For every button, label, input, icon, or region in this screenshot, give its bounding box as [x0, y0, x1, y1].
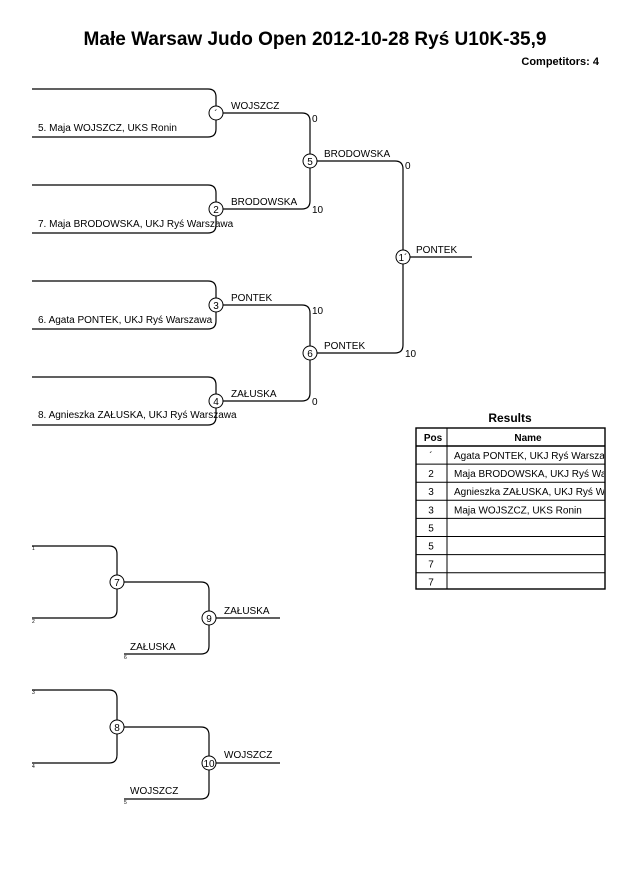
results-row: 3 Maja WOJSZCZ, UKS Ronin [428, 505, 582, 516]
svg-text:´: ´ [214, 108, 217, 120]
svg-text:3: 3 [213, 301, 219, 312]
seed-number: 1 [32, 546, 35, 552]
match-score: 0 [312, 397, 318, 408]
competitors-count: Competitors: 4 [521, 56, 600, 68]
results-name: Maja WOJSZCZ, UKS Ronin [454, 505, 582, 516]
results-pos: 7 [428, 578, 434, 589]
results-row: 5 [428, 523, 434, 534]
results-row: 5 [428, 542, 434, 553]
results-name: Agnieszka ZAŁUSKA, UKJ Ryś Warszawa [454, 487, 630, 498]
match-circle-final: 1´ [395, 249, 411, 265]
svg-text:10: 10 [203, 759, 215, 770]
match-winner-label: ZAŁUSKA [231, 389, 277, 400]
final-winner-label: PONTEK [416, 245, 457, 256]
match-score: 10 [312, 205, 324, 216]
entry-label: 5. Maja WOJSZCZ, UKS Ronin [38, 123, 177, 134]
match-winner-label: PONTEK [231, 293, 272, 304]
results-title: Results [488, 411, 532, 425]
svg-text:4: 4 [213, 397, 219, 408]
results-name: Maja BRODOWSKA, UKJ Ryś Warszawa [454, 469, 630, 480]
svg-text:5: 5 [307, 157, 313, 168]
match-circle-10: 10 [201, 755, 217, 771]
match-circle-1: ´ [208, 105, 224, 121]
match-circle-3: 3 [208, 297, 224, 313]
results-row: 3 Agnieszka ZAŁUSKA, UKJ Ryś Warszawa [428, 487, 630, 498]
bracket-line-r2 [310, 160, 404, 354]
results-row: ´ Agata PONTEK, UKJ Ryś Warszawa [429, 450, 618, 462]
page-title: Małe Warsaw Judo Open 2012-10-28 Ryś U10… [84, 29, 547, 50]
match-score: 10 [405, 349, 417, 360]
repechage-bracket-2: 3 4 WOJSZCZ 5 WOJSZCZ 8 10 [32, 689, 280, 806]
entry-box-1: 5. Maja WOJSZCZ, UKS Ronin [32, 88, 217, 138]
results-pos: 5 [428, 523, 434, 534]
match-circle-8: 8 [109, 719, 125, 735]
results-pos: ´ [429, 450, 432, 462]
seed-number: 5 [124, 800, 127, 806]
repechage-entry-name: ZAŁUSKA [130, 642, 176, 653]
match-circle-2: 2 [208, 201, 224, 217]
results-header-name: Name [514, 433, 542, 444]
svg-text:8: 8 [114, 723, 120, 734]
svg-text:1´: 1´ [399, 252, 408, 264]
seed-number: 6 [124, 655, 127, 661]
results-pos: 3 [428, 505, 434, 516]
entry-box-4: 8. Agnieszka ZAŁUSKA, UKJ Ryś Warszawa [32, 376, 237, 426]
match-winner-label: BRODOWSKA [231, 197, 297, 208]
results-table: Pos Name ´ Agata PONTEK, UKJ Ryś Warszawa… [415, 427, 630, 590]
match-circle-5: 5 [302, 153, 318, 169]
results-pos: 2 [428, 469, 434, 480]
entry-label: 7. Maja BRODOWSKA, UKJ Ryś Warszawa [38, 219, 234, 230]
match-score: 0 [312, 114, 318, 125]
results-pos: 3 [428, 487, 434, 498]
match-circle-4: 4 [208, 393, 224, 409]
match-circle-7: 7 [109, 574, 125, 590]
repechage-winner-label: ZAŁUSKA [224, 606, 270, 617]
match-winner-label: WOJSZCZ [231, 101, 279, 112]
match-winner-label: BRODOWSKA [324, 149, 390, 160]
entry-label: 8. Agnieszka ZAŁUSKA, UKJ Ryś Warszawa [38, 410, 237, 421]
repechage-bracket-1: 1 2 ZAŁUSKA 6 ZAŁUSKA 7 9 [32, 545, 280, 661]
entry-box-3: 6. Agata PONTEK, UKJ Ryś Warszawa [32, 280, 217, 330]
results-row: 2 Maja BRODOWSKA, UKJ Ryś Warszawa [428, 469, 630, 480]
results-pos: 5 [428, 542, 434, 553]
results-pos: 7 [428, 560, 434, 571]
bracket-line-r1-bottom [216, 304, 311, 402]
entry-box-2: 7. Maja BRODOWSKA, UKJ Ryś Warszawa [32, 184, 234, 234]
match-score: 10 [312, 306, 324, 317]
match-score: 0 [405, 161, 411, 172]
seed-number: 3 [32, 690, 35, 696]
results-header-pos: Pos [424, 433, 443, 444]
results-row: 7 [428, 578, 434, 589]
svg-text:2: 2 [213, 205, 219, 216]
match-winner-label: PONTEK [324, 341, 365, 352]
svg-text:6: 6 [307, 349, 313, 360]
results-name: Agata PONTEK, UKJ Ryś Warszawa [454, 451, 618, 462]
seed-number: 2 [32, 619, 35, 625]
seed-number: 4 [32, 764, 35, 770]
svg-text:7: 7 [114, 578, 120, 589]
repechage-winner-label: WOJSZCZ [224, 750, 272, 761]
results-row: 7 [428, 560, 434, 571]
bracket-line-r1-top [216, 112, 311, 210]
svg-text:9: 9 [206, 614, 212, 625]
repechage-entry-name: WOJSZCZ [130, 786, 178, 797]
entry-label: 6. Agata PONTEK, UKJ Ryś Warszawa [38, 315, 213, 326]
match-circle-6: 6 [302, 345, 318, 361]
match-circle-9: 9 [201, 610, 217, 626]
